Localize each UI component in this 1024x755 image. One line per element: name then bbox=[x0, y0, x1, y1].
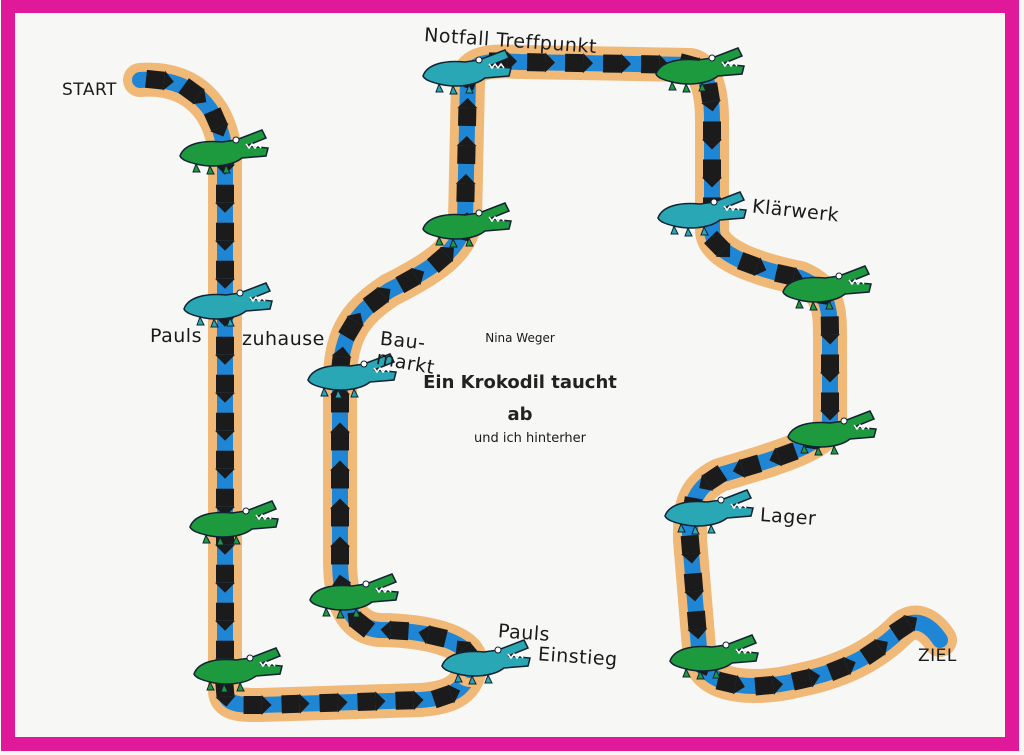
crocodile-icon[interactable] bbox=[193, 647, 283, 693]
arrow-tile-icon[interactable] bbox=[395, 263, 429, 294]
crocodile-icon[interactable] bbox=[179, 129, 269, 175]
arrow-tile-icon[interactable] bbox=[686, 610, 708, 640]
arrow-tile-icon[interactable] bbox=[337, 308, 369, 342]
crocodile-icon[interactable] bbox=[787, 410, 877, 456]
game-title-line2: ab bbox=[507, 404, 533, 425]
crocodile-icon[interactable] bbox=[422, 49, 512, 95]
arrow-tile-icon[interactable] bbox=[859, 634, 893, 666]
arrow-tile-icon[interactable] bbox=[243, 695, 272, 716]
arrow-tile-icon[interactable] bbox=[888, 609, 922, 641]
arrow-tile-icon[interactable] bbox=[820, 316, 841, 345]
arrow-tile-icon[interactable] bbox=[215, 564, 235, 593]
arrow-tile-icon[interactable] bbox=[703, 230, 737, 264]
crocodile-icon[interactable] bbox=[441, 639, 531, 685]
author-label: Nina Weger bbox=[485, 331, 555, 345]
arrow-tile-icon[interactable] bbox=[330, 422, 350, 451]
arrow-tile-icon[interactable] bbox=[319, 692, 348, 713]
crocodile-icon[interactable] bbox=[664, 489, 754, 535]
arrow-tile-icon[interactable] bbox=[730, 454, 763, 481]
crocodile-icon[interactable] bbox=[655, 47, 745, 93]
crocodile-icon[interactable] bbox=[422, 202, 512, 248]
arrow-tile-icon[interactable] bbox=[715, 671, 747, 697]
arrow-tile-icon[interactable] bbox=[426, 240, 460, 273]
crocodile-icon[interactable] bbox=[669, 634, 759, 680]
arrow-tile-icon[interactable] bbox=[766, 441, 799, 469]
arrow-tile-icon[interactable] bbox=[215, 488, 236, 517]
arrow-tile-icon[interactable] bbox=[395, 690, 424, 711]
arrow-tile-icon[interactable] bbox=[602, 53, 632, 74]
arrow-tile-icon[interactable] bbox=[215, 602, 235, 631]
arrow-tile-icon[interactable] bbox=[215, 450, 236, 479]
start-label: START bbox=[62, 80, 117, 100]
lager-label: Lager bbox=[759, 504, 817, 530]
arrow-tile-icon[interactable] bbox=[430, 681, 464, 709]
ziel-label: ZIEL bbox=[918, 646, 957, 666]
arrow-tile-icon[interactable] bbox=[754, 674, 784, 696]
arrow-tile-icon[interactable] bbox=[456, 135, 477, 165]
arrow-tile-icon[interactable] bbox=[564, 53, 594, 74]
game-title-line1: Ein Krokodil taucht bbox=[423, 372, 617, 393]
arrow-tile-icon[interactable] bbox=[820, 392, 840, 421]
arrow-tile-icon[interactable] bbox=[203, 107, 233, 141]
arrow-tile-icon[interactable] bbox=[330, 498, 350, 527]
crocodile-icon[interactable] bbox=[307, 353, 397, 399]
pauls-label: Pauls bbox=[150, 325, 202, 347]
game-subtitle: und ich hinterher bbox=[474, 431, 586, 446]
crocodile-icon[interactable] bbox=[657, 191, 747, 237]
arrow-tile-icon[interactable] bbox=[702, 121, 722, 150]
arrow-tile-icon[interactable] bbox=[736, 251, 770, 280]
arrow-tile-icon[interactable] bbox=[215, 184, 236, 213]
arrow-tile-icon[interactable] bbox=[380, 620, 410, 642]
arrow-tile-icon[interactable] bbox=[215, 222, 236, 251]
arrow-tile-icon[interactable] bbox=[455, 173, 476, 203]
arrow-tile-icon[interactable] bbox=[826, 653, 859, 682]
crocodile-icon[interactable] bbox=[189, 500, 279, 546]
arrow-tile-icon[interactable] bbox=[357, 691, 386, 712]
crocodile-icon[interactable] bbox=[309, 573, 399, 619]
arrow-tile-icon[interactable] bbox=[281, 693, 310, 714]
arrow-tile-icon[interactable] bbox=[330, 536, 350, 565]
arrow-tile-icon[interactable] bbox=[215, 260, 236, 289]
arrow-tile-icon[interactable] bbox=[178, 77, 212, 110]
arrow-tile-icon[interactable] bbox=[683, 572, 705, 603]
crocodile-spaces bbox=[179, 47, 877, 693]
pauls-einstieg-label-1: Pauls bbox=[497, 620, 551, 646]
arrow-tile-icon[interactable] bbox=[526, 52, 556, 73]
crocodile-icon[interactable] bbox=[183, 282, 273, 328]
arrow-tile-icon[interactable] bbox=[702, 159, 722, 188]
arrow-tile-icon[interactable] bbox=[215, 336, 236, 365]
zuhause-label: zuhause bbox=[242, 328, 325, 350]
arrow-tile-icon[interactable] bbox=[330, 460, 350, 489]
arrow-tile-icon[interactable] bbox=[145, 69, 175, 92]
crocodile-icon[interactable] bbox=[782, 265, 872, 311]
arrow-tile-icon[interactable] bbox=[215, 412, 236, 441]
arrow-tile-icon[interactable] bbox=[820, 354, 840, 383]
arrow-tile-icon[interactable] bbox=[790, 666, 823, 692]
arrow-tile-icon[interactable] bbox=[680, 534, 702, 565]
arrow-tile-icon[interactable] bbox=[362, 281, 396, 314]
arrow-tile-icon[interactable] bbox=[694, 464, 728, 496]
arrow-tile-icon[interactable] bbox=[215, 374, 236, 403]
arrow-tile-icon[interactable] bbox=[416, 623, 448, 649]
arrow-tile-icon[interactable] bbox=[457, 97, 478, 127]
